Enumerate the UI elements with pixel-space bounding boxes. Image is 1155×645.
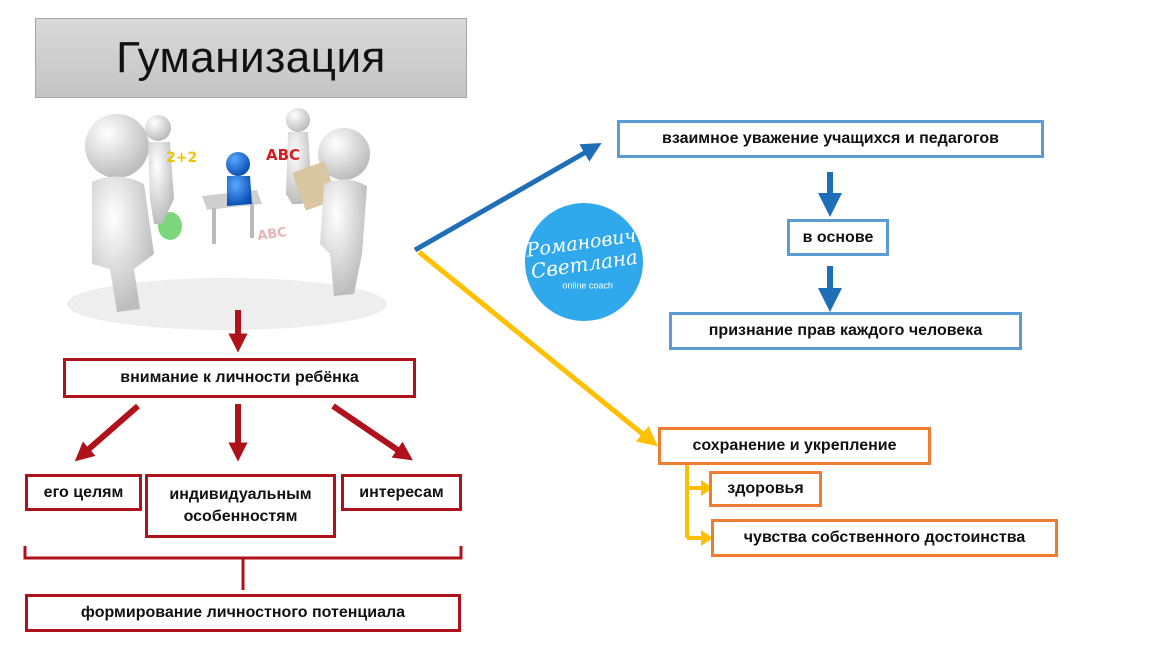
arrow-to-preservation [417, 250, 658, 447]
interests-label: интересам [359, 483, 444, 501]
goals-label: его целям [43, 483, 124, 501]
respect-box: взаимное уважение учащихся и педагогов [617, 120, 1044, 158]
arrow-to-respect [413, 143, 602, 253]
potential-label: формирование личностного потенциала [80, 604, 406, 622]
basis-label: в основе [802, 228, 874, 246]
basis-box: в основе [787, 219, 889, 256]
preservation-label: сохранение и укрепление [692, 437, 897, 455]
attention-label: внимание к личности ребёнка [120, 369, 359, 387]
label-2plus2: 2+2 [166, 150, 197, 166]
interests-box: интересам [341, 474, 462, 511]
respect-label: взаимное уважение учащихся и педагогов [661, 130, 999, 148]
dignity-box: чувства собственного достоинства [711, 519, 1058, 557]
logo-line3: online coach [561, 280, 613, 291]
rights-box: признание прав каждого человека [669, 312, 1022, 350]
bracket [23, 546, 463, 560]
figure-left [85, 114, 182, 312]
attention-box: внимание к личности ребёнка [63, 358, 416, 398]
yellow-bracket-lines [685, 462, 703, 540]
figure-right [292, 128, 370, 296]
potential-box: формирование личностного потенциала [25, 594, 461, 632]
label-abc: ABC [266, 146, 300, 164]
title-box: Гуманизация [35, 18, 467, 98]
label-abc-floor: ABC [256, 225, 287, 244]
rights-label: признание прав каждого человека [708, 322, 983, 340]
page-title: Гуманизация [116, 33, 386, 82]
health-label: здоровья [727, 480, 804, 498]
dignity-label: чувства собственного достоинства [743, 529, 1026, 547]
figure-blue-student [226, 152, 252, 206]
arrowhead-health [701, 480, 713, 496]
arrow-to-interests [331, 403, 413, 461]
goals-box: его целям [25, 474, 142, 511]
health-box: здоровья [709, 471, 822, 507]
arrowhead-dignity [701, 530, 713, 546]
figure-back-left: 2+2 [145, 115, 197, 224]
arrow-to-goals [74, 403, 140, 462]
preservation-box: сохранение и укрепление [658, 427, 931, 465]
individual-label: индивидуальным особенностям [169, 486, 312, 525]
teachers-students-illustration: 2+2 ABC ABC [67, 108, 387, 330]
individual-box: индивидуальным особенностям [145, 474, 336, 538]
